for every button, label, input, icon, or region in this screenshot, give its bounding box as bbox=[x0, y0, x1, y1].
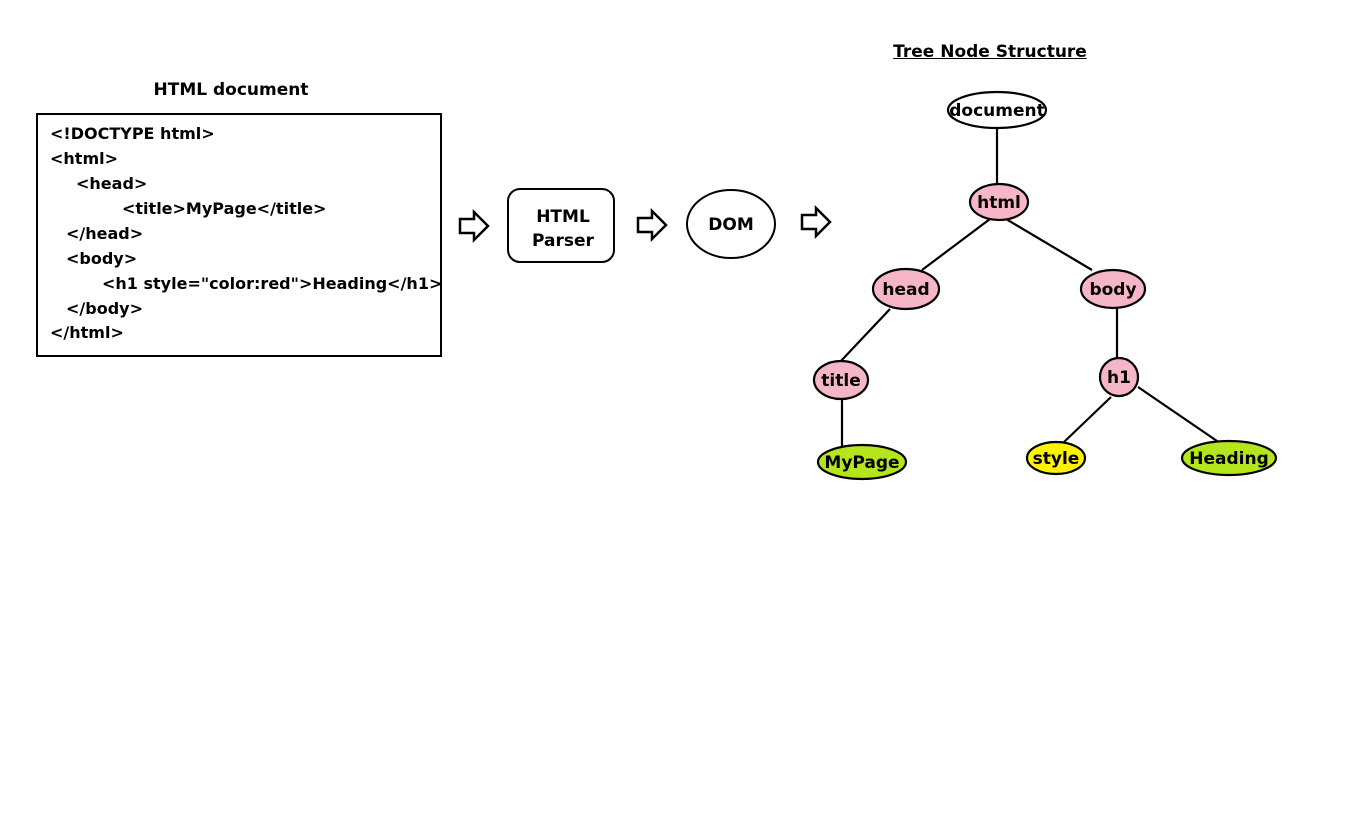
tree-node-html: html bbox=[968, 182, 1030, 222]
html-parser-box: HTML Parser bbox=[507, 188, 615, 263]
edge-html-body bbox=[1005, 218, 1093, 271]
dom-label: DOM bbox=[708, 215, 753, 235]
node-shape bbox=[871, 267, 941, 311]
tree-node-h1: h1 bbox=[1098, 356, 1140, 398]
tree-node-document: document bbox=[946, 90, 1048, 130]
code-line-title: <title>MyPage</title> bbox=[122, 199, 327, 218]
tree-node-heading: Heading bbox=[1180, 439, 1278, 477]
parser-label-line1: HTML bbox=[536, 207, 590, 227]
code-line-body-open: <body> bbox=[66, 249, 138, 268]
dom-node: DOM bbox=[686, 189, 776, 259]
html-code-box: <!DOCTYPE html> <html> <head> <title>MyP… bbox=[36, 113, 442, 357]
node-label: Heading bbox=[1189, 449, 1269, 469]
node-label: style bbox=[1033, 449, 1080, 469]
arrow-right-icon bbox=[800, 204, 832, 240]
tree-structure-title: Tree Node Structure bbox=[893, 42, 1087, 62]
edge-html-head bbox=[921, 218, 991, 271]
node-shape bbox=[1025, 440, 1087, 476]
node-label: html bbox=[977, 193, 1021, 213]
tree-node-title: title bbox=[812, 359, 870, 401]
node-shape bbox=[1180, 439, 1278, 477]
node-shape bbox=[968, 182, 1030, 222]
tree-node-body: body bbox=[1079, 268, 1147, 310]
node-label: body bbox=[1089, 280, 1136, 300]
code-line-doctype: <!DOCTYPE html> bbox=[50, 124, 215, 143]
node-shape bbox=[946, 90, 1048, 130]
node-shape bbox=[1098, 356, 1140, 398]
tree-node-style: style bbox=[1025, 440, 1087, 476]
parser-label-line2: Parser bbox=[532, 231, 595, 251]
tree-edges bbox=[839, 127, 1218, 446]
code-line-h1: <h1 style="color:red">Heading</h1> bbox=[102, 274, 443, 293]
node-shape bbox=[812, 359, 870, 401]
node-label: MyPage bbox=[824, 453, 899, 473]
code-line-html-close: </html> bbox=[50, 323, 124, 342]
edge-h1-style bbox=[1063, 396, 1112, 443]
html-document-title: HTML document bbox=[153, 80, 309, 100]
node-label: h1 bbox=[1107, 368, 1131, 388]
node-label: title bbox=[821, 371, 860, 391]
code-line-html-open: <html> bbox=[50, 149, 119, 168]
node-label: head bbox=[882, 280, 929, 300]
code-line-body-close: </body> bbox=[66, 299, 143, 318]
code-line-head-open: <head> bbox=[76, 174, 148, 193]
node-label: document bbox=[949, 101, 1045, 121]
arrow-right-icon bbox=[458, 208, 490, 244]
edge-head-title bbox=[839, 308, 891, 363]
tree-node-mypage: MyPage bbox=[816, 443, 908, 481]
node-shape bbox=[1079, 268, 1147, 310]
code-line-head-close: </head> bbox=[66, 224, 144, 243]
edge-h1-heading bbox=[1137, 386, 1218, 442]
node-shape bbox=[816, 443, 908, 481]
arrow-right-icon bbox=[636, 207, 668, 243]
tree-node-head: head bbox=[871, 267, 941, 311]
